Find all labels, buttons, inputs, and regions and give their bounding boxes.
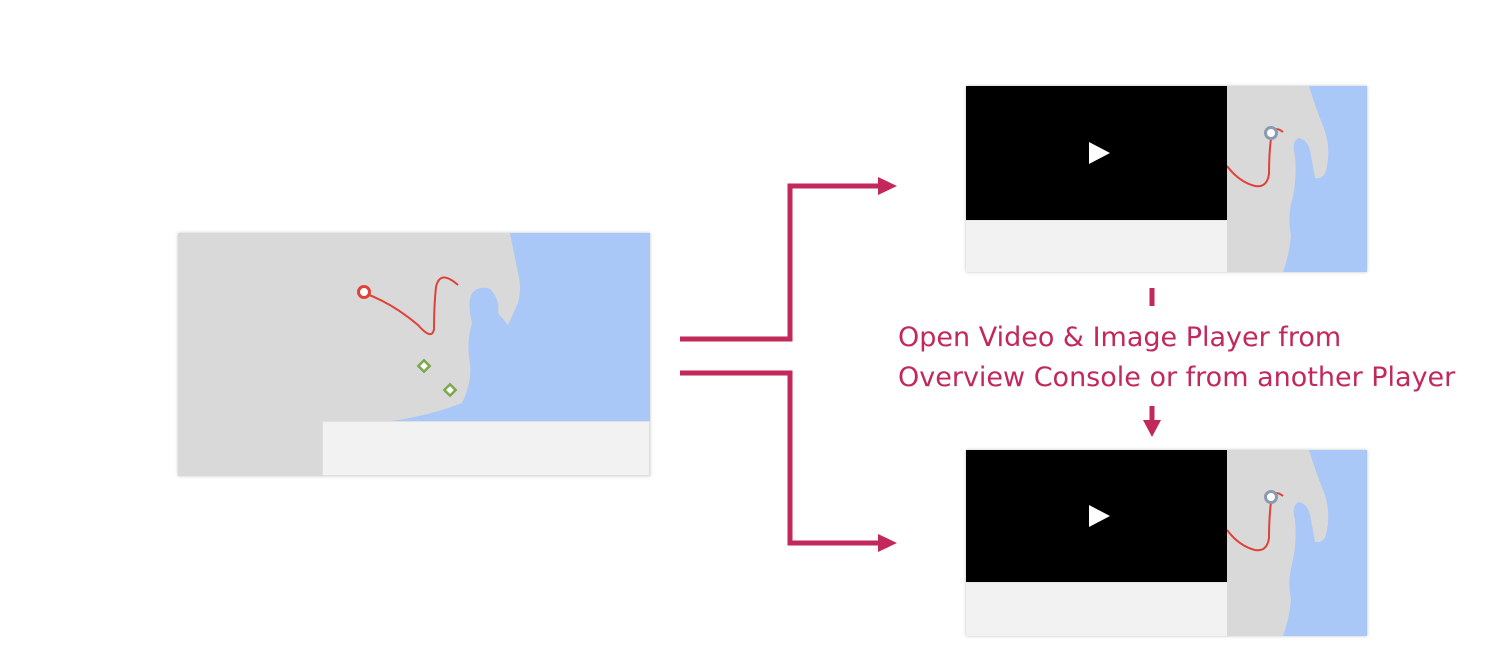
water-area — [392, 233, 650, 421]
caption-line-2: Overview Console or from another Player — [898, 362, 1456, 393]
player-footer — [966, 220, 1227, 272]
video-image-player-bottom — [966, 450, 1367, 636]
location-ring-icon[interactable] — [357, 285, 371, 299]
player-footer — [966, 582, 1227, 636]
video-image-player-top — [966, 86, 1367, 272]
diamond-marker-icon[interactable] — [442, 382, 458, 398]
arrow-to-player-bottom — [680, 370, 880, 546]
console-footer — [322, 421, 650, 476]
location-ring-icon[interactable] — [1264, 126, 1278, 140]
player-map[interactable] — [1227, 450, 1367, 636]
flow-caption: Open Video & Image Player from Overview … — [898, 318, 1478, 398]
console-sidebar — [178, 233, 322, 476]
arrowhead-down — [1143, 420, 1161, 437]
water-area — [1283, 86, 1367, 272]
arrowhead-top — [878, 177, 897, 195]
water-area — [1283, 450, 1367, 636]
video-pane[interactable] — [966, 450, 1227, 582]
arrow-to-player-top — [680, 183, 880, 342]
player-map[interactable] — [1227, 86, 1367, 272]
travel-track — [363, 276, 459, 336]
video-pane[interactable] — [966, 86, 1227, 220]
console-map[interactable] — [322, 233, 650, 421]
caption-line-1: Open Video & Image Player from — [898, 322, 1342, 353]
diamond-marker-icon[interactable] — [416, 358, 432, 374]
console-map-canvas — [357, 233, 650, 421]
location-ring-icon[interactable] — [1264, 490, 1278, 504]
overview-console — [178, 233, 650, 476]
play-icon[interactable] — [1089, 142, 1110, 164]
arrowhead-bottom — [878, 534, 897, 552]
play-icon[interactable] — [1089, 505, 1110, 527]
